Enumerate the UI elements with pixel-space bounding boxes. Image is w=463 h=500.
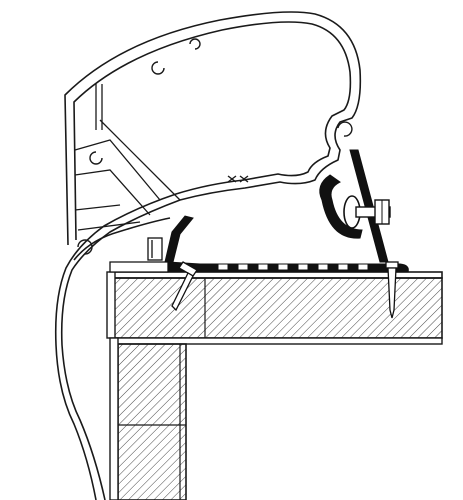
screw-right-shank [387,267,397,319]
rail-left-hook [164,215,194,263]
web-6 [99,119,181,201]
rail-teeth [217,263,369,271]
screw-left-shank [171,272,194,312]
housing-grooves [77,38,353,255]
roof-core [111,277,443,339]
groove-top-2 [189,38,201,50]
tooth-2 [237,263,249,271]
roof-panel [106,271,443,345]
rail-clip [109,237,169,273]
tooth-4 [277,263,289,271]
groove-mid [89,151,103,165]
clip-base [109,261,169,273]
tooth-5 [297,263,309,271]
tooth-7 [337,263,349,271]
housing-skirt [73,217,171,261]
tooth-1 [217,263,229,271]
web-4 [74,169,151,216]
housing-outer-contour [60,11,362,500]
screw-right-head [385,261,399,269]
hex-bolt [343,195,391,229]
awning-housing [54,11,362,500]
screw-left [171,261,198,312]
bolt-shank [355,206,391,218]
housing-internal-webs [74,84,181,231]
tooth-8 [357,263,369,271]
web-7 [77,221,141,231]
groove-right [337,121,353,137]
wall-panel [109,337,187,500]
groove-center-x [227,175,249,183]
clip-body [147,237,163,261]
rail-hook-upper [319,174,363,239]
screw-right [385,261,399,319]
web-5 [74,204,121,211]
wall-outer-skin [109,337,119,500]
housing-inner-contour [54,21,352,500]
tooth-6 [317,263,329,271]
groove-low [77,239,93,255]
tooth-3 [257,263,269,271]
web-3 [74,139,161,201]
roof-edge-trim [106,271,116,339]
groove-top-1 [151,61,165,75]
roof-bottom-skin [111,337,443,345]
wall-core [117,343,187,500]
